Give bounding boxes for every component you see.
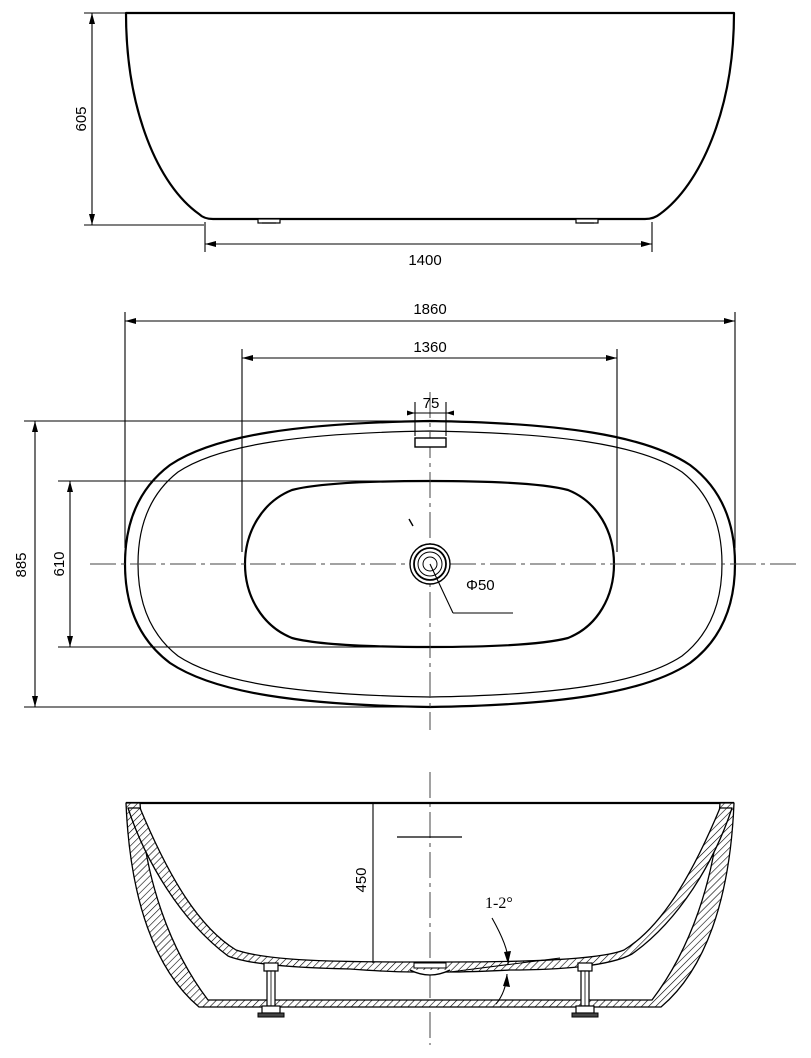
label-inner-width: 610 — [51, 551, 68, 576]
dimension-overflow-width: 75 — [407, 395, 454, 436]
section-drain-outlet — [409, 962, 451, 976]
dimension-side-height: 605 — [73, 12, 204, 226]
dimension-depth: 450 — [353, 803, 374, 963]
dimension-floor-slope: 1-2° — [449, 895, 561, 1005]
label-overflow-width: 75 — [423, 395, 440, 412]
side-foot-left — [257, 218, 281, 224]
dimension-base-length: 1400 — [204, 222, 653, 269]
overflow-slot — [414, 437, 447, 448]
side-foot-right — [575, 218, 599, 224]
side-elevation-outline — [124, 11, 736, 221]
section-leg-right — [571, 962, 599, 1018]
section-outer-shell — [125, 802, 735, 1008]
dimension-overall-length: 1860 — [124, 301, 736, 548]
label-side-height: 605 — [73, 106, 90, 131]
label-overall-width: 885 — [13, 552, 30, 577]
dimension-overall-width: 885 — [13, 420, 430, 708]
side-elevation-view: 605 1400 — [73, 11, 736, 269]
label-base-length: 1400 — [408, 252, 441, 269]
basin-tick-mark — [408, 518, 414, 527]
plan-view: Φ50 1860 1360 75 — [13, 301, 800, 730]
section-inner-shell — [127, 807, 733, 973]
cross-section-view: 450 1-2° — [125, 772, 735, 1045]
dimension-inner-length: 1360 — [241, 339, 618, 552]
dimension-inner-width: 610 — [51, 480, 430, 648]
label-drain-diameter: Φ50 — [466, 577, 495, 594]
label-floor-slope: 1-2° — [485, 895, 513, 912]
drain-leader-line — [429, 563, 513, 614]
section-leg-left — [257, 962, 285, 1018]
label-overall-length: 1860 — [413, 301, 446, 318]
label-depth: 450 — [353, 867, 370, 892]
label-inner-length: 1360 — [413, 339, 446, 356]
